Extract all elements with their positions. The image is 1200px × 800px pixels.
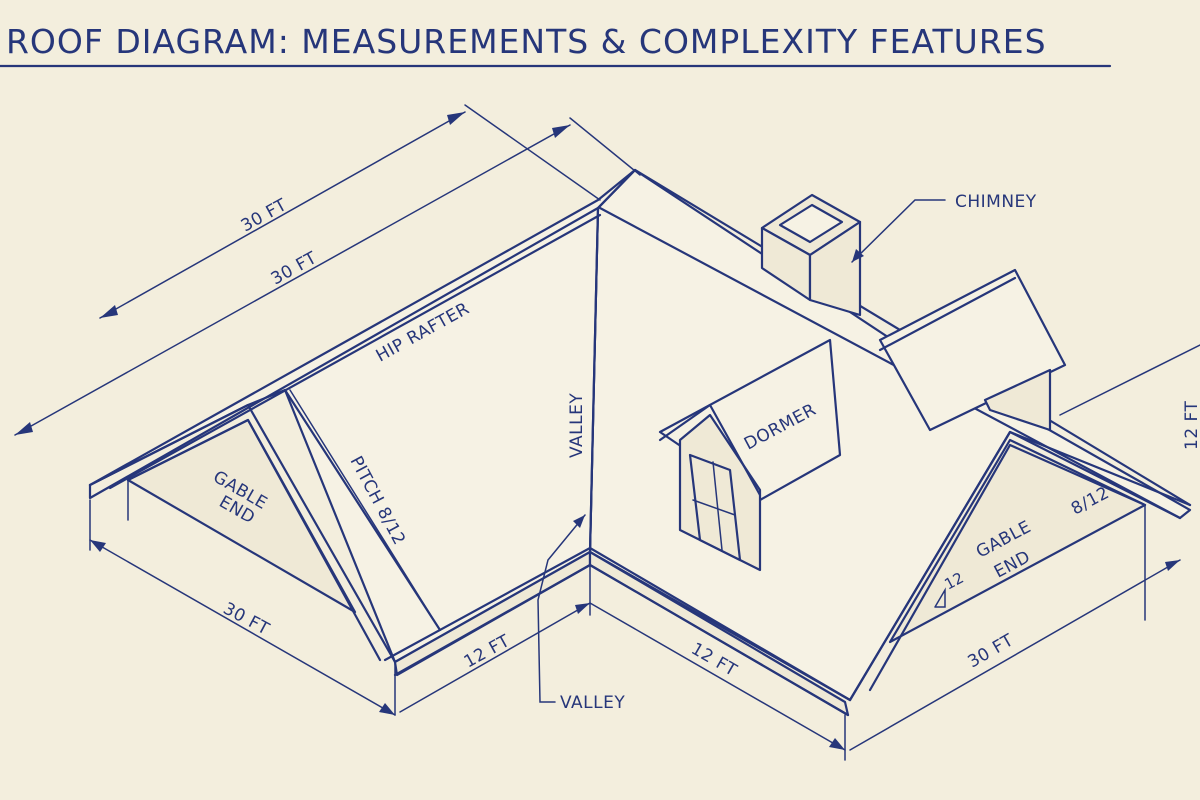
chimney (760, 193, 862, 317)
right-gable-end (888, 438, 1147, 644)
hip-rafter-line (108, 213, 602, 490)
left-ridge-edge (88, 168, 637, 500)
left-gable-fascia (88, 403, 397, 664)
chimney-label: CHIMNEY (955, 192, 1037, 212)
back-ridge-lower (598, 206, 1182, 520)
dimension-lines (14, 104, 1200, 761)
left-gable-inner (126, 418, 382, 662)
valley-bottom-label: VALLEY (560, 693, 625, 713)
front-eave (383, 546, 852, 702)
valley-line (588, 206, 600, 554)
ridge-dim-outer-label: 30 FT (238, 195, 291, 236)
right-base-label: 30 FT (965, 630, 1018, 672)
page-title: ROOF DIAGRAM: MEASUREMENTS & COMPLEXITY … (6, 22, 1047, 61)
left-roof-slope (88, 168, 637, 664)
right-gable-fascia (848, 430, 1192, 702)
dormer (658, 338, 842, 572)
eave-left-label: 12 FT (461, 631, 514, 672)
ridge-dim-inner-label: 30 FT (268, 248, 321, 289)
right-gable-inner (868, 443, 1147, 692)
left-base-label: 30 FT (220, 599, 273, 640)
right-height-label: 12 FT (1182, 400, 1200, 450)
back-dormer (878, 268, 1067, 432)
valley-center-label: VALLEY (567, 393, 587, 458)
